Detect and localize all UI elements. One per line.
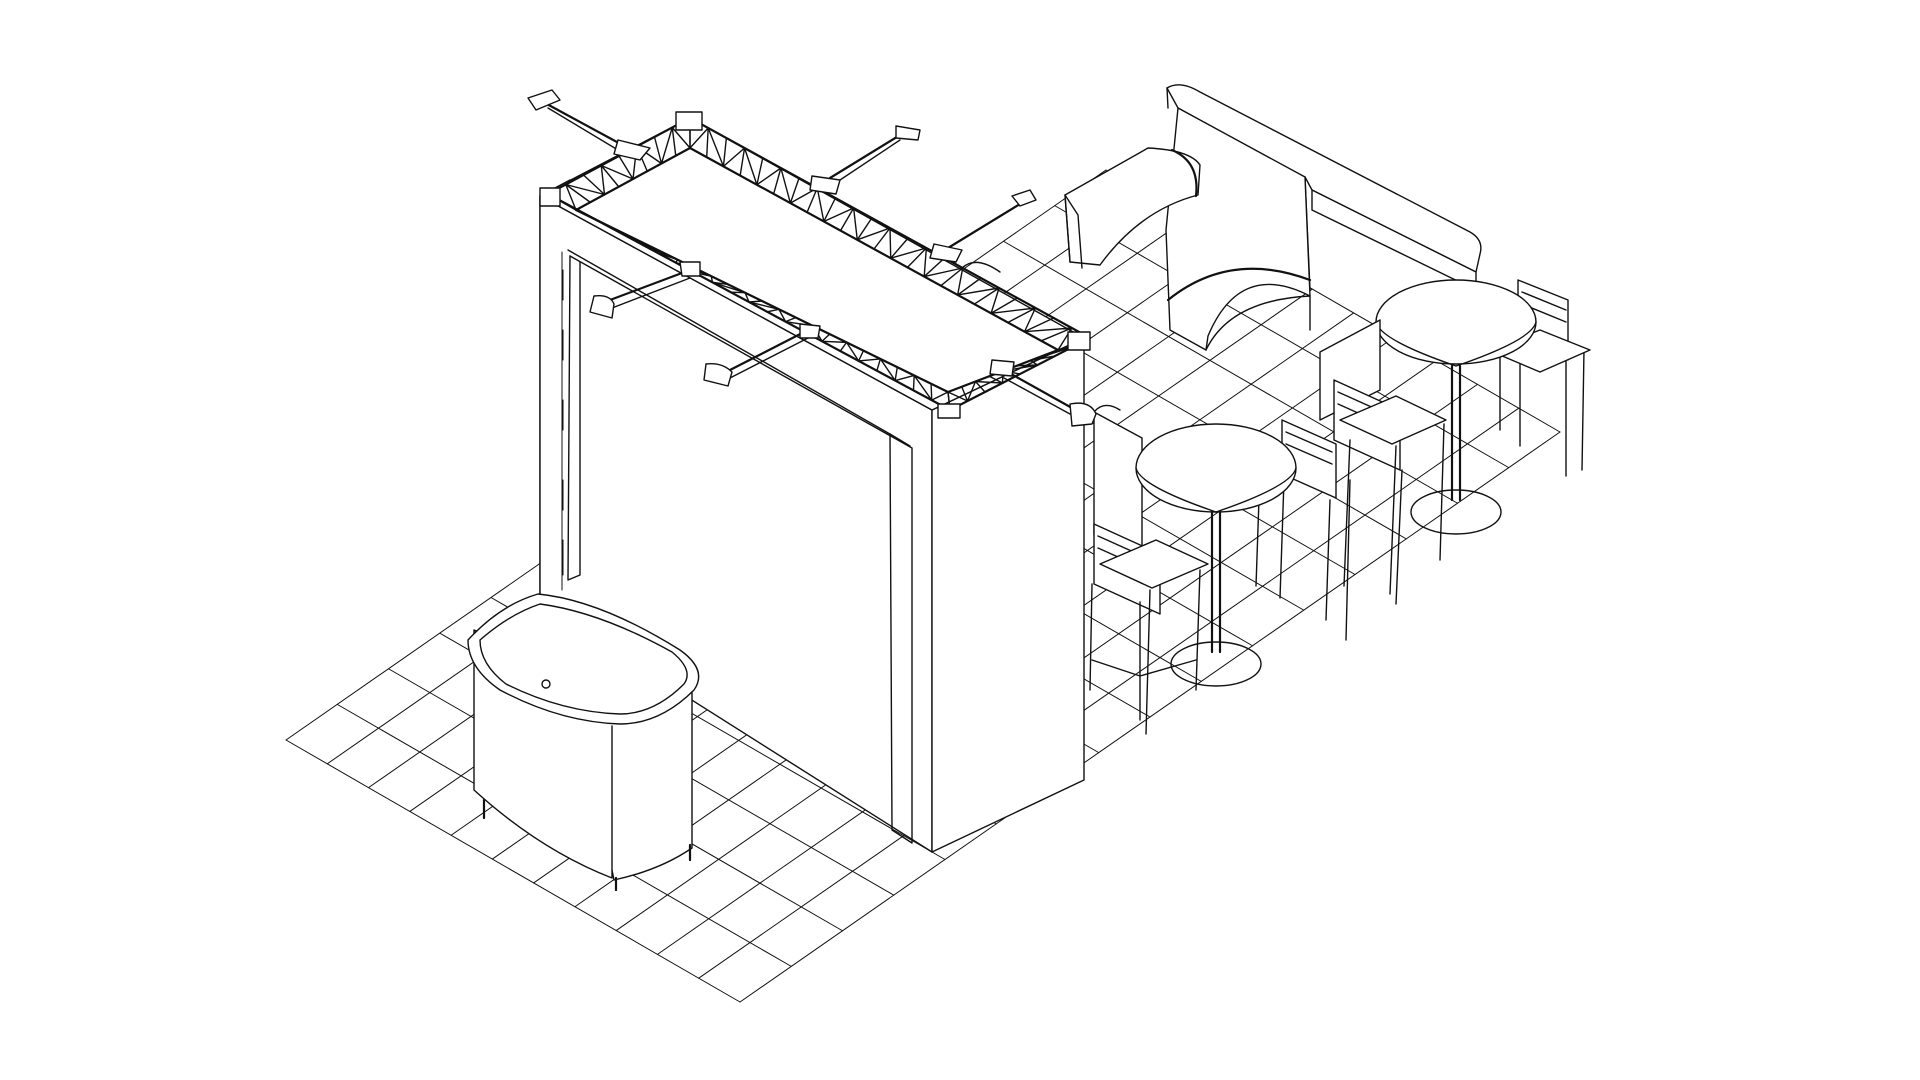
bar-stool bbox=[1089, 523, 1209, 735]
spotlight-5 bbox=[703, 323, 821, 387]
round-bar-table-front bbox=[1089, 419, 1351, 735]
spotlight-3 bbox=[929, 189, 1037, 263]
floor-grid-line bbox=[285, 739, 741, 1003]
lounge-sofa bbox=[961, 84, 1482, 561]
spotlight-6 bbox=[989, 359, 1097, 427]
booth-wall-tower bbox=[539, 117, 1085, 853]
spotlight-4 bbox=[589, 261, 701, 319]
bar-stool bbox=[1255, 419, 1351, 641]
bar-stool bbox=[1333, 379, 1447, 605]
spotlight-1 bbox=[527, 89, 651, 161]
arm-spotlights bbox=[527, 89, 1097, 427]
spotlight-2 bbox=[809, 125, 921, 195]
round-bar-table-back bbox=[1319, 279, 1591, 605]
curved-reception-counter bbox=[467, 593, 700, 892]
